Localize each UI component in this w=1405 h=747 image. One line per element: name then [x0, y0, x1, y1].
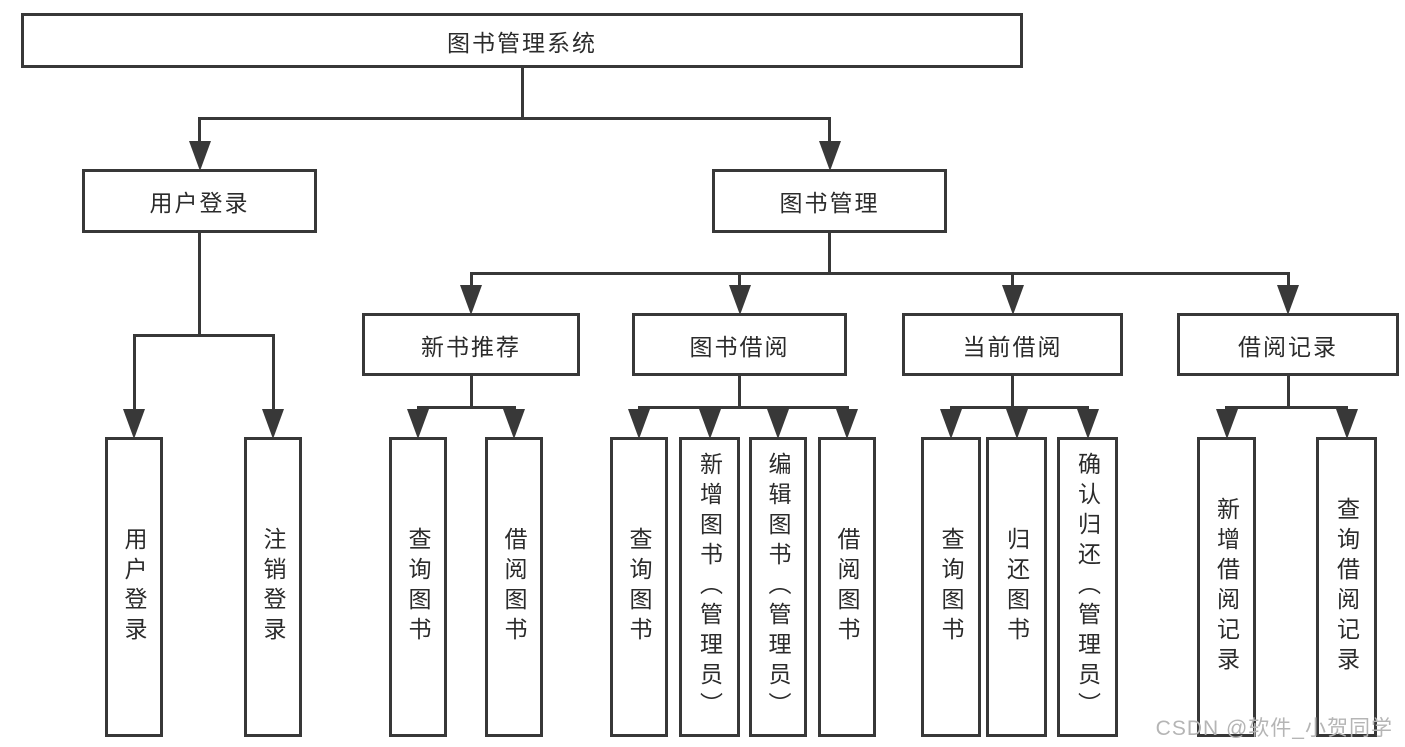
connector-line: [1011, 273, 1014, 289]
node-record-add: 新增借阅记录: [1197, 437, 1256, 737]
node-newbook: 新书推荐: [362, 313, 580, 376]
node-login-logout: 注销登录: [244, 437, 302, 737]
node-label-newbook-query: 查询图书: [405, 527, 431, 647]
node-login-user: 用户登录: [105, 437, 163, 737]
connector-line: [132, 333, 275, 337]
node-bookmgmt: 图书管理: [712, 169, 947, 233]
node-label-borrow-edit: 编辑图书（管理员）: [765, 452, 791, 722]
arrow-down-icon: [836, 409, 858, 439]
node-label-newbook-borrow: 借阅图书: [501, 527, 527, 647]
node-borrow-query: 查询图书: [610, 437, 668, 737]
arrow-down-icon: [1001, 285, 1024, 315]
arrow-down-icon: [503, 409, 525, 439]
node-label-current-confirm: 确认归还（管理员）: [1074, 452, 1101, 722]
arrow-down-icon: [818, 141, 841, 171]
node-label-bookmgmt: 图书管理: [779, 190, 880, 216]
connector-line: [198, 116, 831, 120]
node-label-borrow: 图书借阅: [689, 333, 790, 360]
arrow-down-icon: [1076, 409, 1099, 439]
node-label-current-return: 归还图书: [1003, 527, 1030, 647]
connector-line: [1225, 405, 1348, 409]
connector-line: [1286, 376, 1290, 407]
connector-line: [416, 405, 516, 409]
arrow-down-icon: [1277, 285, 1299, 315]
node-root: 图书管理系统: [21, 13, 1023, 68]
node-label-record: 借阅记录: [1238, 333, 1338, 360]
connector-line: [828, 233, 831, 273]
node-label-record-add: 新增借阅记录: [1213, 497, 1240, 677]
connector-line: [949, 405, 1089, 409]
node-current-return: 归还图书: [986, 437, 1047, 737]
node-borrow-edit: 编辑图书（管理员）: [749, 437, 807, 737]
node-record: 借阅记录: [1177, 313, 1399, 376]
connector-line: [132, 335, 136, 413]
connector-line: [828, 118, 831, 145]
arrow-down-icon: [460, 285, 482, 315]
node-label-borrow-borrow: 借阅图书: [834, 527, 860, 647]
connector-line: [469, 271, 1290, 275]
node-borrow: 图书借阅: [632, 313, 847, 376]
node-label-login: 用户登录: [149, 190, 250, 216]
node-current: 当前借阅: [902, 313, 1123, 376]
connector-line: [738, 273, 741, 289]
arrow-down-icon: [628, 409, 650, 439]
node-record-query: 查询借阅记录: [1316, 437, 1377, 737]
arrow-down-icon: [728, 285, 751, 315]
node-newbook-query: 查询图书: [389, 437, 447, 737]
node-label-current-query: 查询图书: [938, 527, 964, 647]
connector-line: [738, 376, 741, 407]
connector-line: [198, 118, 201, 145]
arrow-down-icon: [1215, 409, 1238, 439]
connector-line: [1011, 376, 1014, 407]
connector-line: [637, 405, 849, 409]
node-label-current: 当前借阅: [962, 333, 1063, 360]
node-label-root: 图书管理系统: [447, 29, 597, 56]
node-label-borrow-add: 新增图书（管理员）: [696, 452, 723, 722]
watermark: CSDN @软件_小贺同学: [1155, 717, 1393, 740]
arrow-down-icon: [698, 409, 721, 439]
node-borrow-add: 新增图书（管理员）: [679, 437, 740, 737]
arrow-down-icon: [262, 409, 284, 439]
arrow-down-icon: [1005, 409, 1028, 439]
connector-line: [198, 233, 201, 335]
arrow-down-icon: [767, 409, 789, 439]
node-login: 用户登录: [82, 169, 317, 233]
connector-line: [520, 68, 524, 118]
arrow-down-icon: [1335, 409, 1358, 439]
node-label-record-query: 查询借阅记录: [1333, 497, 1360, 677]
node-label-login-logout: 注销登录: [260, 527, 286, 647]
node-current-confirm: 确认归还（管理员）: [1057, 437, 1118, 737]
connector-line: [469, 376, 473, 407]
connector-line: [469, 273, 473, 289]
arrow-down-icon: [407, 409, 429, 439]
arrow-down-icon: [188, 141, 211, 171]
node-label-newbook: 新书推荐: [421, 333, 521, 360]
arrow-down-icon: [123, 409, 145, 439]
node-newbook-borrow: 借阅图书: [485, 437, 543, 737]
node-label-login-user: 用户登录: [121, 527, 147, 647]
node-borrow-borrow: 借阅图书: [818, 437, 876, 737]
arrow-down-icon: [940, 409, 962, 439]
node-label-borrow-query: 查询图书: [626, 527, 652, 647]
connector-line: [1286, 273, 1290, 289]
node-current-query: 查询图书: [921, 437, 981, 737]
connector-line: [271, 335, 275, 413]
